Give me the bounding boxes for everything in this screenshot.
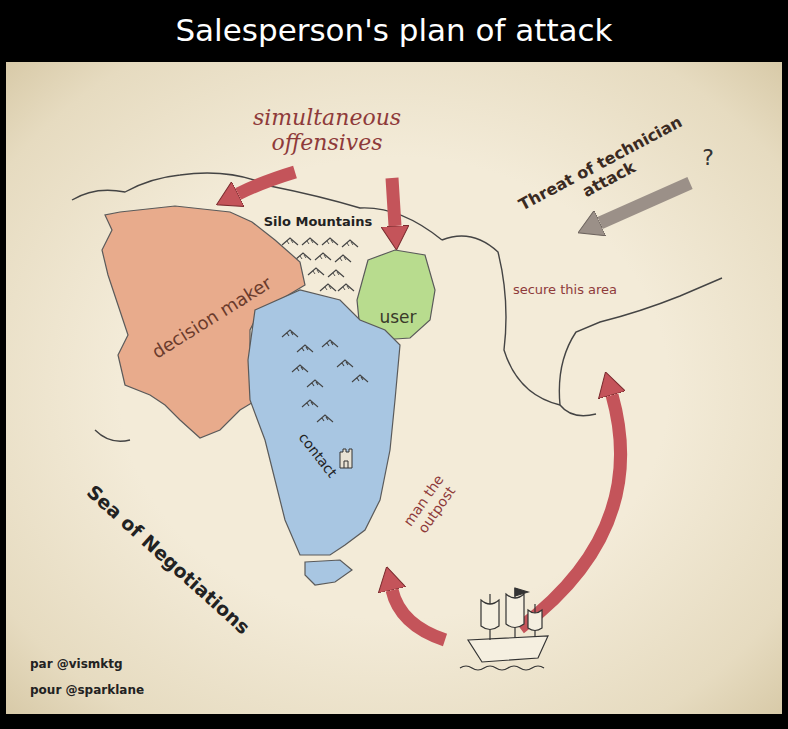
- region-shape: [248, 290, 400, 555]
- label-holder: secure this area: [513, 283, 617, 298]
- label-holder: pour @sparklane: [30, 684, 144, 698]
- outpost-tower: [340, 449, 352, 468]
- label-holder: simultaneous offensives: [237, 105, 417, 156]
- label-holder: ?: [702, 145, 714, 170]
- mountain-symbol: [317, 415, 333, 422]
- coastline: [72, 173, 722, 441]
- mountain-symbol: [302, 400, 318, 407]
- contact-region: contact: [244, 286, 406, 588]
- label-holder: par @vismktg: [30, 658, 123, 672]
- label-holder: Silo Mountains: [264, 215, 373, 230]
- secure-note: secure this area: [513, 283, 617, 298]
- credit-line: pour @sparklane: [30, 684, 144, 698]
- label-holder: user: [379, 308, 416, 328]
- offensive-note: simultaneous offensives: [237, 105, 417, 156]
- mountain-symbol: [352, 375, 368, 382]
- mountain-symbol: [307, 380, 323, 387]
- map-title: Salesperson's plan of attack: [175, 12, 612, 48]
- threat-arrow: [600, 183, 690, 223]
- region-outline: [244, 286, 406, 588]
- region-name: user: [379, 308, 416, 328]
- attack-arrows: [238, 172, 621, 640]
- mountain-symbol: [282, 330, 298, 337]
- mountain-symbol: [297, 345, 313, 352]
- question-mark: ?: [702, 145, 714, 170]
- title-bar: Salesperson's plan of attack: [0, 0, 788, 60]
- mountain-symbol: [337, 360, 353, 367]
- credit-line: par @vismktg: [30, 658, 123, 672]
- mountain-symbol: [292, 365, 308, 372]
- mountain-name: Silo Mountains: [264, 215, 373, 230]
- mountain-symbol: [322, 340, 338, 347]
- ship: [460, 588, 548, 670]
- region-shape: [305, 560, 352, 585]
